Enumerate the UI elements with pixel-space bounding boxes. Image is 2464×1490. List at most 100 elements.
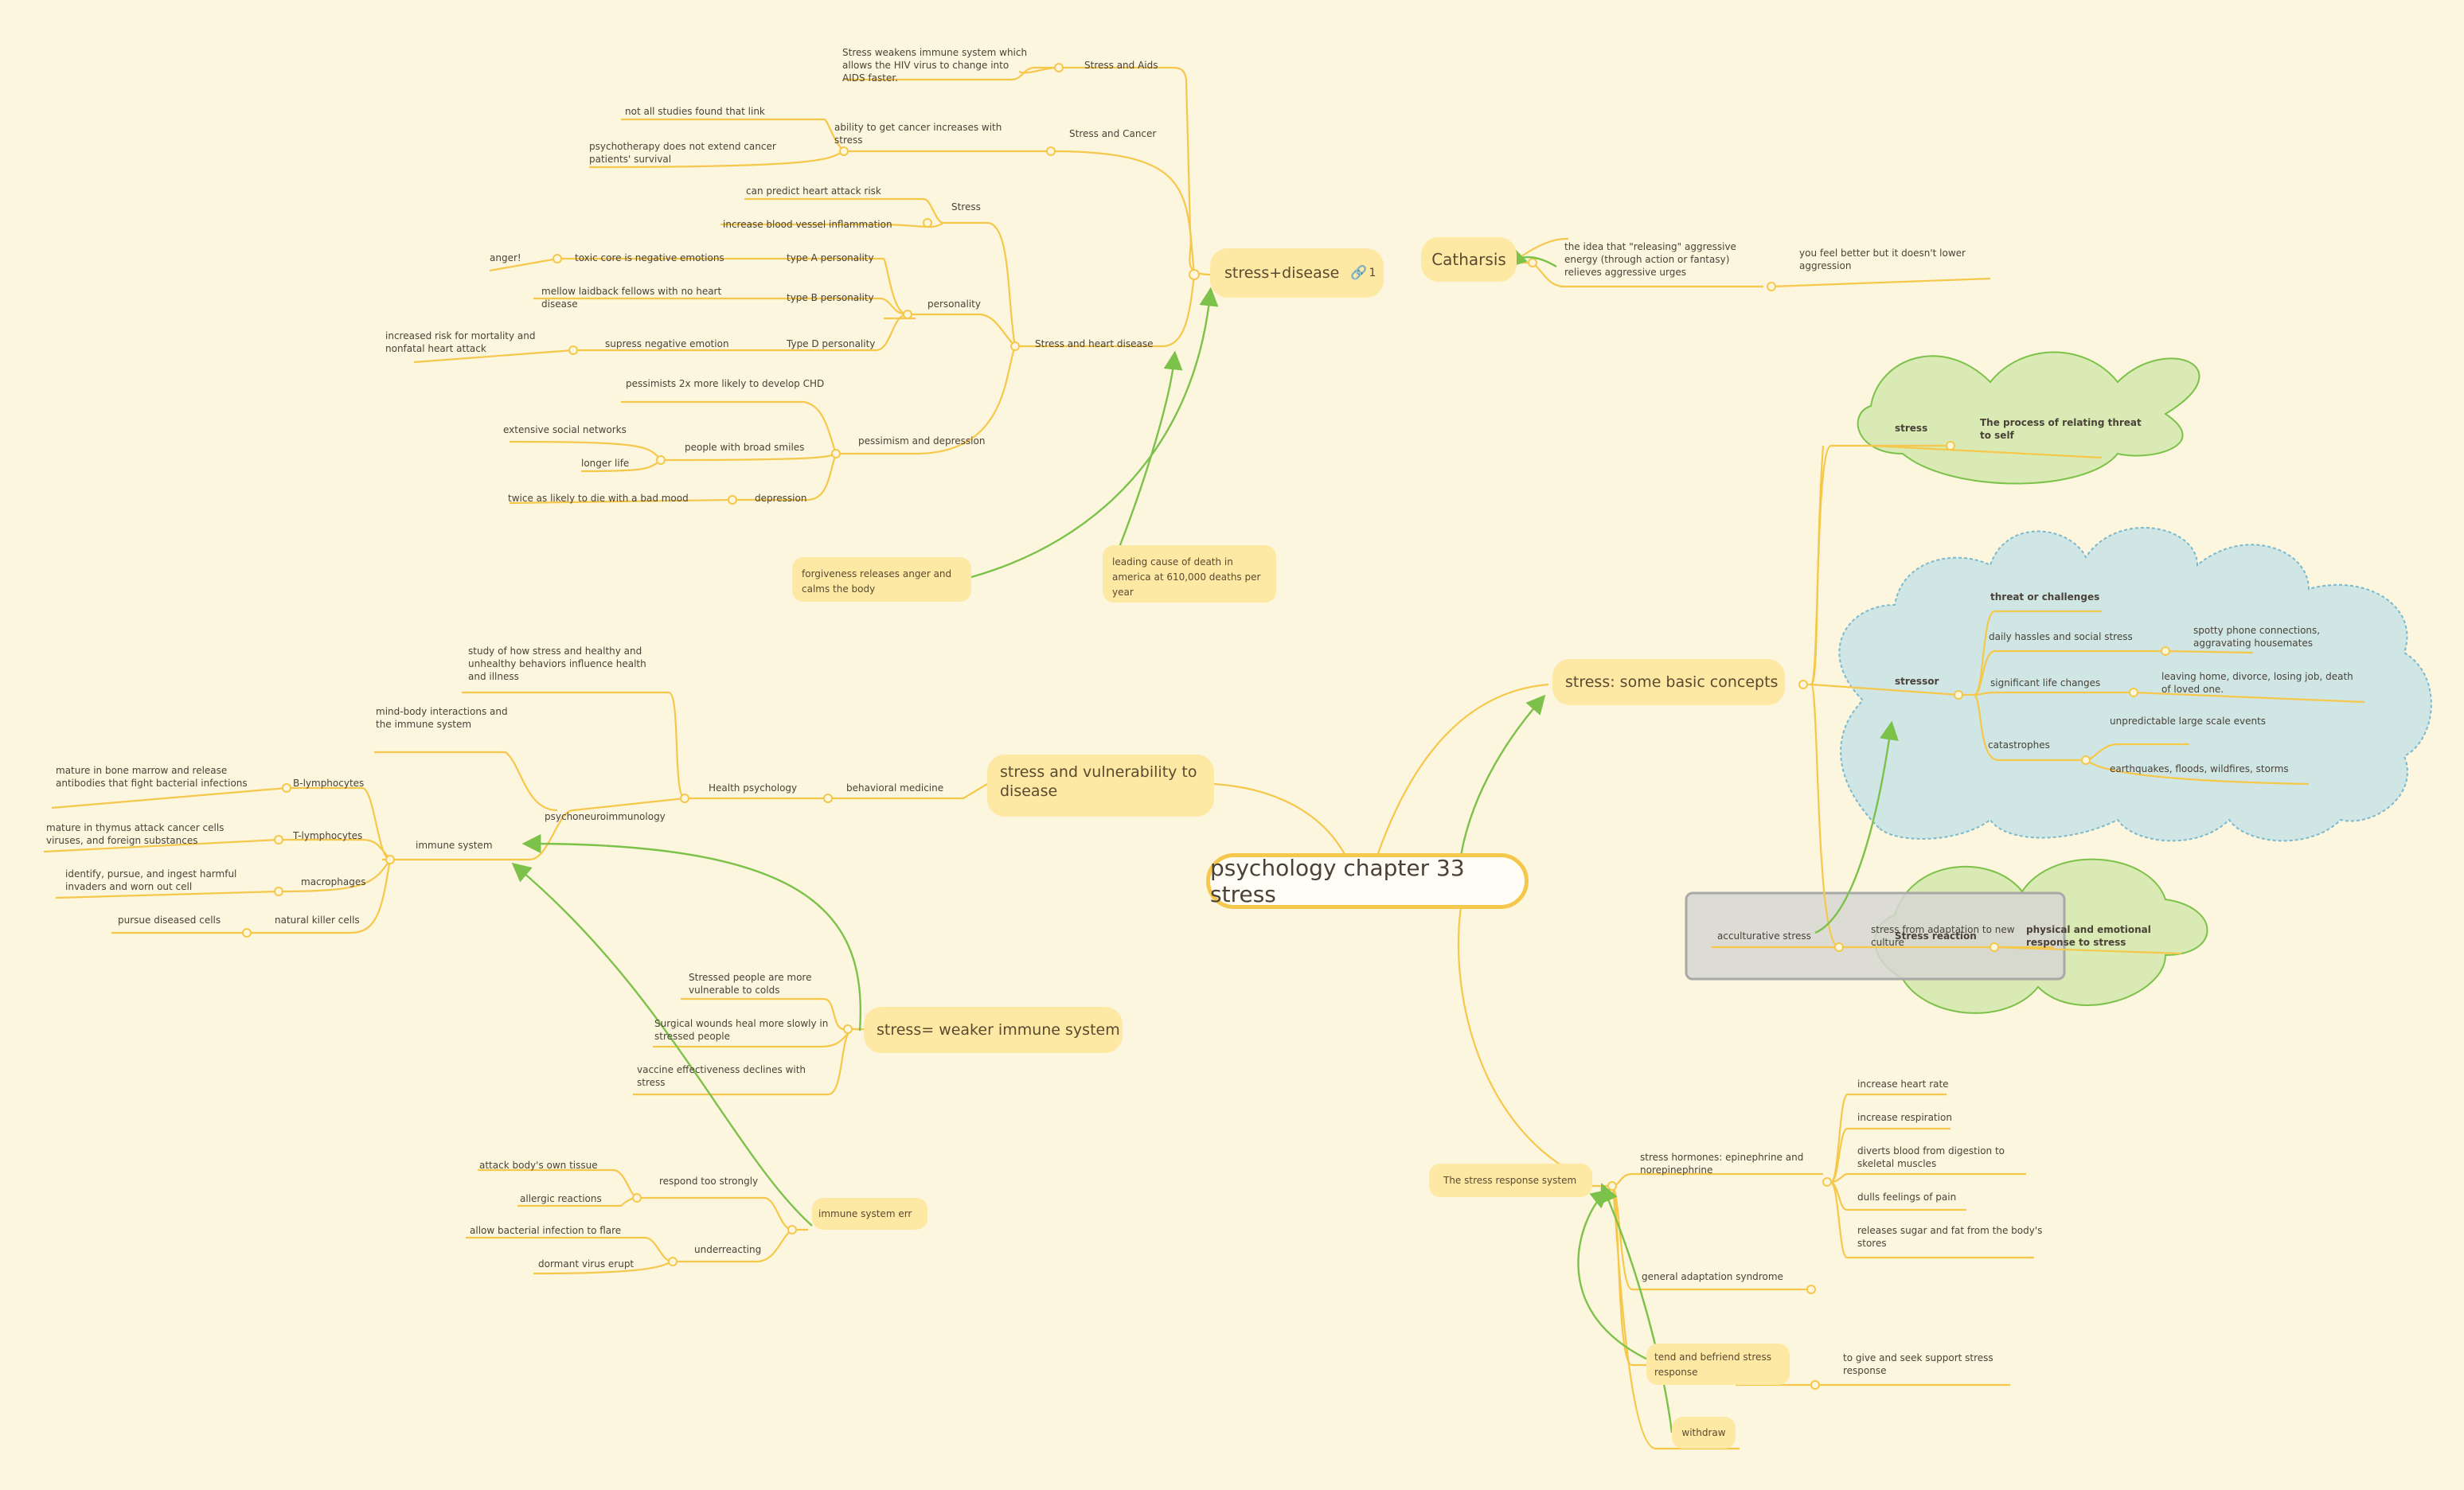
respiration[interactable]: increase respiration [1857,1112,1952,1123]
heart-predict[interactable]: can predict heart attack risk [746,185,881,197]
acculturative-stress[interactable]: acculturative stress [1717,930,1811,942]
dormant-virus[interactable]: dormant virus erupt [538,1258,635,1270]
type-a[interactable]: type A personality [787,252,874,263]
unpredictable-events[interactable]: unpredictable large scale events [2110,716,2267,727]
catharsis-idea[interactable]: the idea that "releasing" aggressive ene… [1564,241,1736,278]
t-lymphocytes[interactable]: T-lymphocytes [293,830,363,841]
daily-hassles[interactable]: daily hassles and social stress [1989,631,2133,642]
green-cloud-stress [1857,351,2200,485]
heart-inflammation[interactable]: increase blood vessel inflammation [723,219,892,230]
tend-befriend-label: tend and befriend stress response [1654,1352,1771,1378]
wounds-text[interactable]: Surgical wounds heal more slowly in stre… [654,1018,829,1042]
branch-vulnerability-label: stress and vulnerability to disease [1000,763,1197,800]
cancer-psychotherapy[interactable]: psychotherapy does not extend cancer pat… [589,141,776,165]
type-b-mellow[interactable]: mellow laidback fellows with no heart di… [541,286,722,310]
branch-basic-concepts-label: stress: some basic concepts [1565,673,1779,691]
hassles-example[interactable]: spotty phone connections, aggravating ho… [2193,625,2321,649]
pessimism-label[interactable]: pessimism and depression [858,435,986,447]
aids-label[interactable]: Stress and Aids [1084,60,1158,71]
withdraw-node[interactable]: withdraw [1672,1417,1736,1449]
cancer-ability[interactable]: ability to get cancer increases with str… [834,122,1002,146]
aids-detail[interactable]: Stress weakens immune system which allow… [842,47,1028,84]
underreacting[interactable]: underreacting [694,1244,762,1255]
social-networks[interactable]: extensive social networks [503,424,627,435]
type-b[interactable]: type B personality [787,292,874,303]
stress-term[interactable]: stress [1895,423,1928,434]
branch-vulnerability[interactable]: stress and vulnerability to disease [987,755,1214,817]
type-d-risk[interactable]: increased risk for mortality and nonfata… [385,330,536,354]
heart-label[interactable]: Stress and heart disease [1035,338,1154,349]
macrophages-detail[interactable]: identify, pursue, and ingest harmful inv… [65,868,237,892]
withdraw-label: withdraw [1681,1427,1726,1438]
nk-detail[interactable]: pursue diseased cells [118,915,221,926]
attack-tissue[interactable]: attack body's own tissue [479,1160,598,1171]
root-label: psychology chapter 33 stress [1210,855,1465,907]
branch-weaker-immune-label: stress= weaker immune system [877,1021,1120,1039]
cancer-label[interactable]: Stress and Cancer [1069,128,1157,139]
health-psychology[interactable]: Health psychology [709,782,798,794]
behavioral-medicine[interactable]: behavioral medicine [846,782,944,794]
immune-err-label: immune system err [818,1208,912,1219]
broad-smiles[interactable]: people with broad smiles [685,442,805,453]
heart-rate[interactable]: increase heart rate [1857,1078,1949,1090]
twice-bad-mood[interactable]: twice as likely to die with a bad mood [508,493,689,504]
b-lymphocytes[interactable]: B-lymphocytes [293,778,365,789]
mind-body[interactable]: mind-body interactions and the immune sy… [376,706,508,730]
life-changes[interactable]: significant life changes [1990,677,2101,688]
health-study[interactable]: study of how stress and healthy and unhe… [468,646,646,682]
pessimists-chd[interactable]: pessimists 2x more likely to develop CHD [626,378,825,389]
longer-life[interactable]: longer life [581,458,630,469]
t-lymph-detail[interactable]: mature in thymus attack cancer cells vir… [46,822,225,846]
acculturative-def[interactable]: stress from adaptation to new culture [1871,924,2015,948]
nk-cells[interactable]: natural killer cells [275,915,360,926]
link-count: 1 [1369,267,1376,279]
forgiveness-label: forgiveness releases anger and calms the… [802,568,952,595]
pni-label[interactable]: psychoneuroimmunology [545,811,666,822]
tend-befriend-node[interactable]: tend and befriend stress response [1646,1344,1790,1385]
type-a-toxic[interactable]: toxic core is negative emotions [575,252,724,263]
leading-cause-label: leading cause of death in america at 610… [1112,556,1261,598]
link-icon[interactable]: 🔗 [1350,265,1368,281]
vaccine-text[interactable]: vaccine effectiveness declines with stre… [637,1064,806,1088]
branch-basic-concepts[interactable]: stress: some basic concepts [1552,659,1785,705]
response-system-node[interactable]: The stress response system [1429,1164,1592,1197]
immune-err-node[interactable]: immune system err [812,1198,927,1230]
stressor-term[interactable]: stressor [1895,676,1939,687]
b-lymph-detail[interactable]: mature in bone marrow and release antibo… [56,765,248,789]
branch-stress-disease[interactable]: stress+disease 🔗 1 [1210,248,1384,298]
immune-system-label[interactable]: immune system [416,840,493,851]
type-d[interactable]: Type D personality [787,338,876,349]
allergic-reactions[interactable]: allergic reactions [520,1193,602,1204]
stress-reaction-def[interactable]: physical and emotional response to stres… [2026,924,2151,948]
acculturative-box [1685,891,2066,981]
life-example[interactable]: leaving home, divorce, losing job, death… [2161,671,2353,695]
stress-definition[interactable]: The process of relating threat to self [1980,417,2142,441]
type-d-suppress[interactable]: supress negative emotion [605,338,729,349]
stress-reaction-term[interactable]: Stress reaction [1895,930,1977,942]
dulls-pain[interactable]: dulls feelings of pain [1857,1192,1957,1203]
branch-weaker-immune[interactable]: stress= weaker immune system [864,1007,1123,1053]
forgiveness-node[interactable]: forgiveness releases anger and calms the… [792,557,971,602]
depression-label[interactable]: depression [755,493,807,504]
respond-strongly[interactable]: respond too strongly [659,1176,759,1187]
heart-personality[interactable]: personality [927,298,981,310]
support-response[interactable]: to give and seek support stress response [1843,1352,1993,1376]
diverts-blood[interactable]: diverts blood from digestion to skeletal… [1857,1145,2005,1169]
root-node[interactable]: psychology chapter 33 stress [1206,853,1529,909]
catastrophes[interactable]: catastrophes [1988,739,2050,751]
bacterial-flare[interactable]: allow bacterial infection to flare [470,1225,622,1236]
earthquakes[interactable]: earthquakes, floods, wildfires, storms [2110,763,2289,774]
colds-text[interactable]: Stressed people are more vulnerable to c… [689,972,812,996]
macrophages[interactable]: macrophages [301,876,366,887]
gas-label[interactable]: general adaptation syndrome [1642,1271,1783,1282]
threat-challenges[interactable]: threat or challenges [1990,591,2100,603]
type-a-anger[interactable]: anger! [490,252,521,263]
cancer-not-all[interactable]: not all studies found that link [625,106,765,117]
heart-stress[interactable]: Stress [951,201,981,213]
releases-sugar[interactable]: releases sugar and fat from the body's s… [1857,1225,2043,1249]
stress-hormones[interactable]: stress hormones: epinephrine and norepin… [1640,1152,1804,1176]
leading-cause-node[interactable]: leading cause of death in america at 610… [1103,545,1276,603]
catharsis-node[interactable]: Catharsis [1421,237,1517,282]
catharsis-result[interactable]: you feel better but it doesn't lower agg… [1799,248,1966,271]
